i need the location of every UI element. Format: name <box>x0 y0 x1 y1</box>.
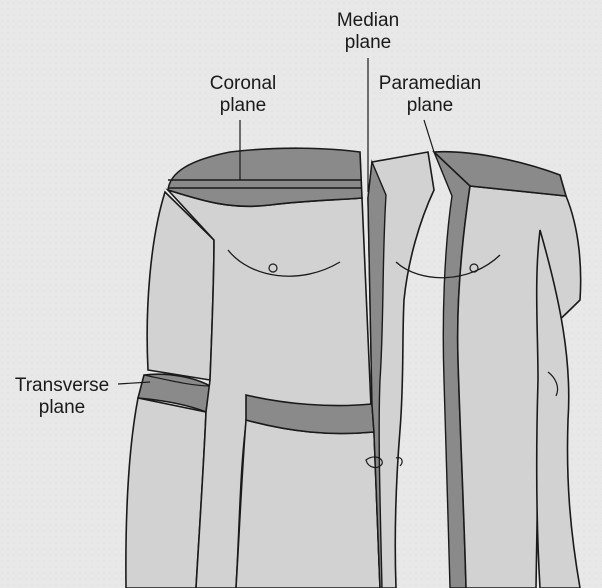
transverse-plane-label-line1: Transverse <box>4 375 120 397</box>
coronal-plane-label-line2: plane <box>188 95 298 117</box>
coronal-plane-label: Coronal plane <box>188 73 298 117</box>
median-plane-label-line1: Median <box>318 10 418 32</box>
transverse-plane-label-line2: plane <box>4 397 120 419</box>
transverse-plane-label: Transverse plane <box>4 375 120 419</box>
paramedian-plane-label: Paramedian plane <box>360 73 500 117</box>
paramedian-plane-label-line2: plane <box>360 95 500 117</box>
median-plane-label: Median plane <box>318 10 418 54</box>
paramedian-plane-label-line1: Paramedian <box>360 73 500 95</box>
median-plane-label-line2: plane <box>318 32 418 54</box>
left-forearm <box>126 398 206 588</box>
torso-lower-left <box>236 420 380 588</box>
coronal-plane-label-line1: Coronal <box>188 73 298 95</box>
